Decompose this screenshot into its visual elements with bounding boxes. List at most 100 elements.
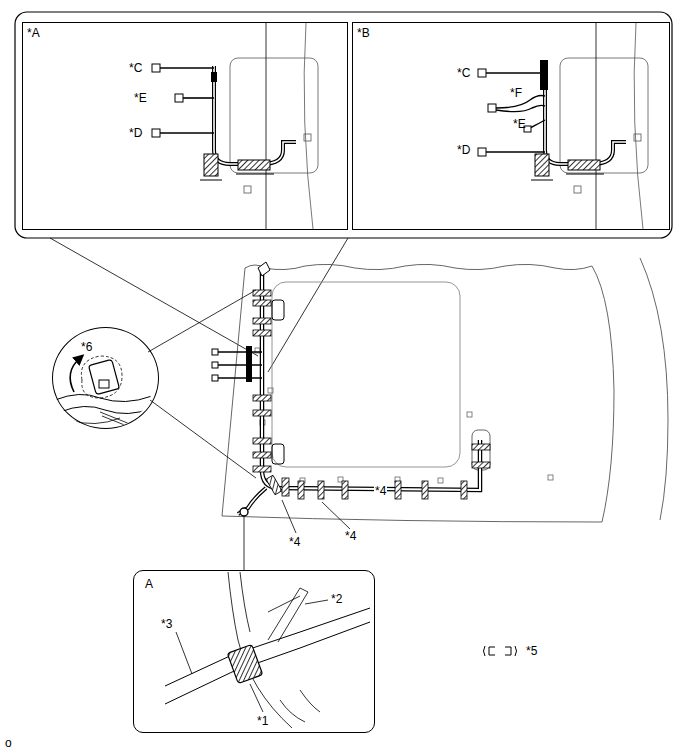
illustration-part [305, 600, 328, 604]
callout-number: *C [456, 66, 471, 80]
illustration-part [318, 481, 324, 499]
inset-a-drawing [165, 572, 370, 728]
illustration-part [530, 120, 545, 128]
illustration-part [461, 481, 467, 499]
callout-number: o [4, 736, 13, 750]
illustration-part [60, 406, 152, 413]
illustration-part [240, 508, 248, 516]
illustration-part [304, 23, 313, 229]
illustration-part [212, 349, 218, 355]
inset-letter: *6 [81, 340, 158, 354]
illustration-part [486, 72, 545, 74]
illustration-part [566, 174, 604, 175]
illustration-part [245, 264, 592, 269]
illustration-part [228, 572, 292, 728]
illustration-part [422, 481, 428, 499]
illustration-part [467, 412, 472, 417]
illustration-part [472, 444, 490, 450]
illustration-part [322, 502, 350, 529]
leader-lines [282, 500, 350, 533]
illustration-part [268, 238, 348, 372]
illustration-part [574, 186, 581, 193]
panel-a-drawing [230, 23, 318, 229]
inset-panel: *B [352, 22, 670, 230]
callout-number: *C [128, 61, 143, 75]
callout-number: *D [128, 126, 143, 140]
detail-circle: *6 [52, 327, 159, 429]
illustration-part [496, 105, 545, 111]
illustration-part [272, 444, 284, 464]
illustration-part [211, 72, 217, 82]
illustration-part [266, 475, 282, 495]
illustration-part [253, 300, 271, 306]
inset-letter: *A [27, 26, 347, 40]
illustration-part [640, 258, 668, 520]
circle-leaders [148, 290, 256, 478]
illustration-part [214, 66, 296, 164]
illustration-part [70, 358, 80, 392]
illustration-part [568, 160, 600, 170]
illustration-part [238, 160, 270, 170]
illustration-part [70, 418, 120, 424]
clamp-detail [55, 356, 152, 428]
illustration-part [212, 375, 218, 381]
illustration-part [253, 438, 271, 444]
illustration-part [176, 632, 192, 674]
panel-b-drawing [560, 23, 648, 229]
illustration-part [280, 700, 305, 722]
callout-number: *E [133, 91, 148, 105]
inset-a-leader [240, 508, 248, 570]
harness-clamps [253, 290, 490, 499]
callout-number: *4 [344, 529, 357, 543]
illustration-part [253, 330, 271, 336]
illustration-part [478, 148, 486, 156]
callout-number: *1 [256, 714, 269, 728]
callout-number: *2 [330, 592, 343, 606]
illustration-part [253, 410, 271, 416]
illustration-part [246, 346, 252, 382]
illustration-part [266, 23, 267, 229]
illustration-part [175, 94, 183, 102]
illustration-part [81, 356, 122, 398]
legend-sample [484, 646, 517, 656]
illustration-part [548, 475, 553, 480]
illustration-part [268, 596, 300, 612]
inset-frame [15, 12, 672, 238]
illustration-part [253, 290, 271, 296]
legend-sample-part [515, 646, 517, 656]
legend-entry: *5 [480, 643, 537, 659]
callout-number: *D [456, 143, 471, 157]
illustration-part [152, 129, 160, 137]
illustration-part [244, 186, 251, 193]
illustration-part [160, 67, 214, 69]
illustration-part [258, 262, 270, 276]
illustration-part [545, 66, 626, 164]
illustration-part [222, 516, 602, 522]
illustration-part [472, 430, 490, 470]
illustration-part [222, 268, 245, 516]
illustration-part [152, 64, 160, 72]
illustration-part [253, 318, 271, 324]
illustration-part [227, 645, 262, 684]
panel-a-harness [152, 64, 296, 180]
roof-holes [255, 348, 553, 483]
illustration-part [282, 500, 296, 533]
illustration-part [478, 69, 486, 77]
illustration-part [244, 516, 245, 570]
illustration-part [200, 180, 222, 181]
illustration-part [531, 180, 553, 181]
illustration-part [212, 362, 218, 368]
illustration-part [342, 481, 348, 499]
illustration-part [160, 132, 214, 134]
callout-number: *F [509, 86, 523, 100]
inset-letter: *B [357, 26, 669, 40]
illustration-part [304, 134, 311, 141]
illustration-part [218, 377, 262, 378]
illustration-part [50, 238, 258, 356]
callout-number: *3 [160, 617, 173, 631]
panel-b-harness [478, 60, 626, 180]
